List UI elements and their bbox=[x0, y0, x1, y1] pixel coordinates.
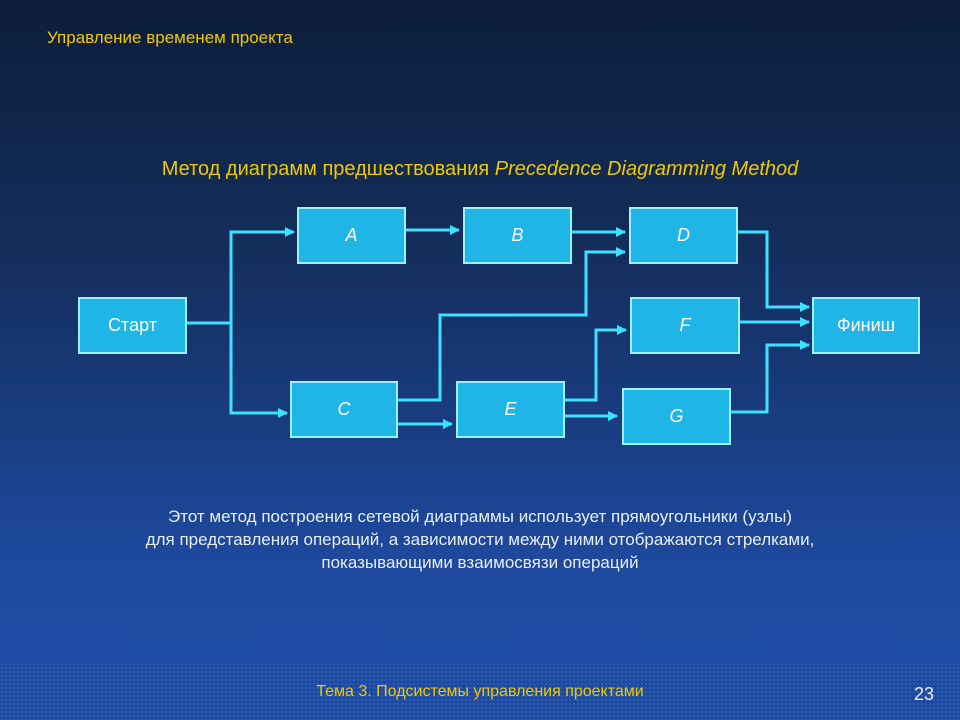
node-c-label: C bbox=[337, 399, 351, 419]
node-f: F bbox=[630, 297, 740, 354]
node-start-label: Старт bbox=[108, 315, 157, 335]
footer-band bbox=[0, 662, 960, 720]
node-finish-label: Финиш bbox=[836, 315, 896, 335]
node-a: A bbox=[297, 207, 406, 264]
node-f-label: F bbox=[679, 315, 691, 335]
header-title: Управление временем проекта bbox=[47, 28, 293, 47]
arrow-g-finish bbox=[731, 340, 810, 414]
arrow-c-d bbox=[398, 247, 626, 402]
node-g: G bbox=[622, 388, 731, 445]
arrow-start-c bbox=[229, 323, 288, 418]
description-line-1: Этот метод построения сетевой диаграммы … bbox=[168, 507, 792, 526]
node-g-label: G bbox=[669, 406, 684, 426]
node-c: C bbox=[290, 381, 398, 438]
description-line-2: для представления операций, а зависимост… bbox=[145, 530, 815, 549]
description: Этот метод построения сетевой диаграммы … bbox=[0, 505, 960, 574]
title-russian: Метод диаграмм предшествования bbox=[161, 158, 495, 180]
node-e-label: E bbox=[504, 399, 517, 419]
node-finish: Финиш bbox=[812, 297, 920, 354]
description-line-3: показывающими взаимосвязи операций bbox=[321, 553, 639, 572]
arrow-start-a bbox=[186, 227, 295, 325]
footer-text: Тема 3. Подсистемы управления проектами bbox=[316, 683, 644, 700]
node-e: E bbox=[456, 381, 565, 438]
node-d-label: D bbox=[677, 225, 690, 245]
arrow-d-finish bbox=[738, 230, 810, 312]
page-number: 23 bbox=[913, 684, 934, 704]
node-a-label: A bbox=[345, 225, 358, 245]
title-english: Precedence Diagramming Method bbox=[494, 158, 799, 180]
arrow-e-f bbox=[565, 325, 627, 402]
diagram-title: Метод диаграмм предшествования Precedenc… bbox=[0, 158, 960, 181]
node-start: Старт bbox=[78, 297, 187, 354]
node-b: B bbox=[463, 207, 572, 264]
node-b-label: B bbox=[511, 225, 524, 245]
node-d: D bbox=[629, 207, 738, 264]
